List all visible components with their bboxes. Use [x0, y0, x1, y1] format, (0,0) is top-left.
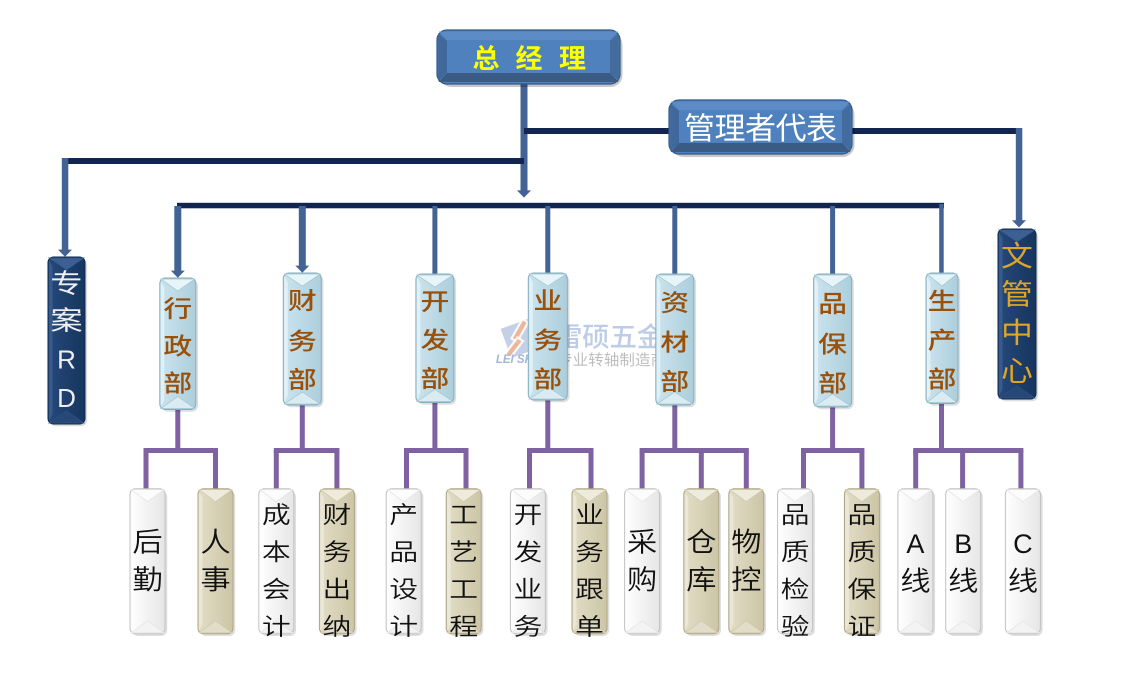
svg-text:A: A	[906, 529, 924, 559]
svg-text:B: B	[954, 529, 972, 559]
svg-text:D: D	[57, 383, 76, 413]
svg-text:C: C	[1013, 529, 1033, 559]
svg-text:R: R	[57, 345, 76, 375]
